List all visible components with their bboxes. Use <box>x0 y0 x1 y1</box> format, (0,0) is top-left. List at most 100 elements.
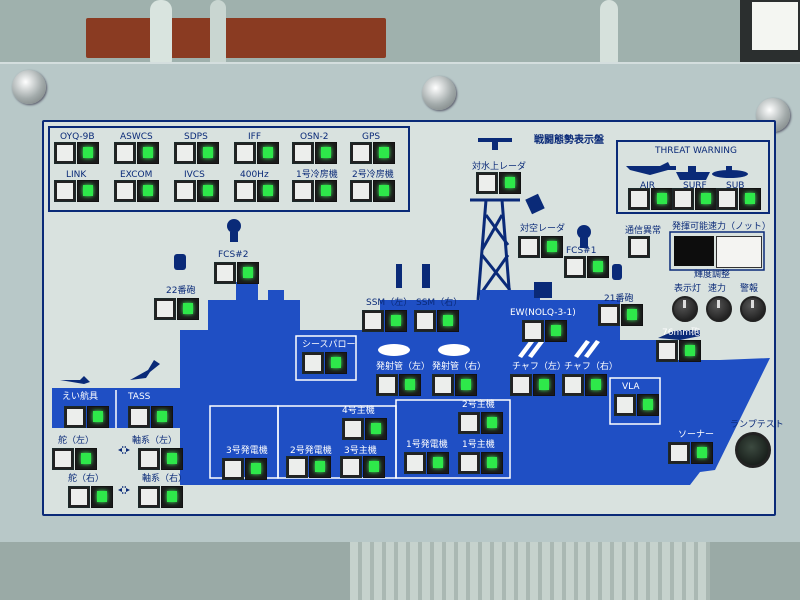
pipe <box>150 0 172 70</box>
speed-display <box>674 236 714 266</box>
label-link: LINK <box>66 170 87 180</box>
indicator-seasparrow[interactable] <box>302 352 348 374</box>
label-shaft-left: 軸系（左） <box>132 436 178 446</box>
tass-icon <box>130 360 160 380</box>
speed-display-window <box>716 236 762 268</box>
indicator-rudder-left[interactable] <box>52 448 98 470</box>
indicator-tass[interactable] <box>128 406 174 428</box>
indicator-gen2[interactable] <box>286 456 332 478</box>
indicator-osn[interactable] <box>292 142 338 164</box>
indicator-gen3[interactable] <box>222 458 268 480</box>
lamp-test-button[interactable] <box>735 432 771 468</box>
indicator-gps[interactable] <box>350 142 396 164</box>
label-oyq: OYQ-9B <box>60 132 95 142</box>
indicator-chaff-right[interactable] <box>562 374 608 396</box>
indicator-ac1[interactable] <box>292 180 338 202</box>
label-gun21: 21番砲 <box>604 294 634 304</box>
label-gen2: 2号発電機 <box>290 446 332 456</box>
indicator-gun21[interactable] <box>598 304 644 326</box>
indicator-vla[interactable] <box>614 394 660 416</box>
pipe <box>600 0 618 70</box>
ssm-right-icon <box>422 264 430 288</box>
submarine-icon <box>712 170 748 178</box>
threat-label-sub: SUB <box>726 181 745 191</box>
label-speed: 発揮可能速力（ノット） <box>672 222 771 232</box>
indicator-tube-left[interactable] <box>376 374 422 396</box>
propeller-icon <box>118 446 130 454</box>
label-gen3: 3号発電機 <box>226 446 268 456</box>
indicator-gun22[interactable] <box>154 298 200 320</box>
threat-label-surf: SURF <box>683 181 707 191</box>
indicator-sonar[interactable] <box>668 442 714 464</box>
indicator-iff[interactable] <box>234 142 280 164</box>
indicator-shaft-left[interactable] <box>138 448 184 470</box>
knob-lamp[interactable] <box>672 296 698 322</box>
indicator-main2[interactable] <box>458 412 504 434</box>
label-excom: EXCOM <box>120 170 153 180</box>
label-main4: 4号主機 <box>342 406 375 416</box>
label-sonar: ソーナー <box>678 430 715 440</box>
label-tube-right: 発射管（右） <box>432 362 487 372</box>
indicator-ssm-left[interactable] <box>362 310 408 332</box>
screw-icon <box>422 76 456 110</box>
torpedo-tube-right-icon <box>438 344 470 356</box>
indicator-fcs1[interactable] <box>564 256 610 278</box>
label-chaff-left: チャフ（左） <box>512 362 566 372</box>
label-gen1: 1号発電機 <box>406 440 448 450</box>
label-iff: IFF <box>248 132 262 142</box>
threat-warning-group <box>616 140 770 214</box>
indicator-link[interactable] <box>54 180 100 202</box>
indicator-main1[interactable] <box>458 452 504 474</box>
label-towed: えい航具 <box>62 392 99 402</box>
label-rudder-left: 舵（左） <box>58 436 95 446</box>
surface-radar-icon <box>478 138 512 150</box>
label-rudder-right: 舵（右） <box>68 474 105 484</box>
label-sdps: SDPS <box>184 132 208 142</box>
label-ew: EW(NOLQ-3-1) <box>510 308 576 318</box>
threat-label-air: AIR <box>640 181 656 191</box>
indicator-400hz[interactable] <box>234 180 280 202</box>
label-knob-lamp: 表示灯 <box>674 284 702 294</box>
indicator-shaft-right[interactable] <box>138 486 184 508</box>
indicator-excom[interactable] <box>114 180 160 202</box>
mast-icon <box>470 198 520 301</box>
indicator-oyq[interactable] <box>54 142 100 164</box>
indicator-threat-sub[interactable] <box>716 188 762 210</box>
indicator-fcs2[interactable] <box>214 262 260 284</box>
ew-icon <box>534 282 552 298</box>
indicator-gun76[interactable] <box>656 340 702 362</box>
label-400hz: 400Hz <box>240 170 269 180</box>
indicator-air-radar[interactable] <box>518 236 564 258</box>
ship-small-icon <box>676 166 710 180</box>
knob-alarm[interactable] <box>740 296 766 322</box>
label-surface-radar: 対水上レーダ <box>472 162 527 172</box>
indicator-gen1[interactable] <box>404 452 450 474</box>
label-knob-speed: 速力 <box>708 284 727 294</box>
indicator-threat-air[interactable] <box>628 188 674 210</box>
label-main1: 1号主機 <box>462 440 495 450</box>
indicator-tube-right[interactable] <box>432 374 478 396</box>
indicator-comms[interactable] <box>628 236 650 258</box>
indicator-towed[interactable] <box>64 406 110 428</box>
indicator-main3[interactable] <box>340 456 386 478</box>
label-comms: 通信異常 <box>625 226 662 236</box>
label-seasparrow: シースパロー <box>302 340 356 350</box>
indicator-ew[interactable] <box>522 320 568 342</box>
indicator-chaff-left[interactable] <box>510 374 556 396</box>
indicator-ac2[interactable] <box>350 180 396 202</box>
indicator-ssm-right[interactable] <box>414 310 460 332</box>
indicator-ivcs[interactable] <box>174 180 220 202</box>
indicator-rudder-right[interactable] <box>68 486 114 508</box>
indicator-sdps[interactable] <box>174 142 220 164</box>
screw-icon <box>12 70 46 104</box>
label-air-radar: 対空レーダ <box>520 224 566 234</box>
gun21-icon <box>612 264 622 280</box>
knob-speed[interactable] <box>706 296 732 322</box>
paper-label <box>752 2 798 50</box>
indicator-main4[interactable] <box>342 418 388 440</box>
indicator-aswcs[interactable] <box>114 142 160 164</box>
indicator-surface-radar[interactable] <box>476 172 522 194</box>
gun22-icon <box>174 254 186 270</box>
chaff-left-icon <box>518 340 544 358</box>
indicator-threat-surf[interactable] <box>672 188 718 210</box>
